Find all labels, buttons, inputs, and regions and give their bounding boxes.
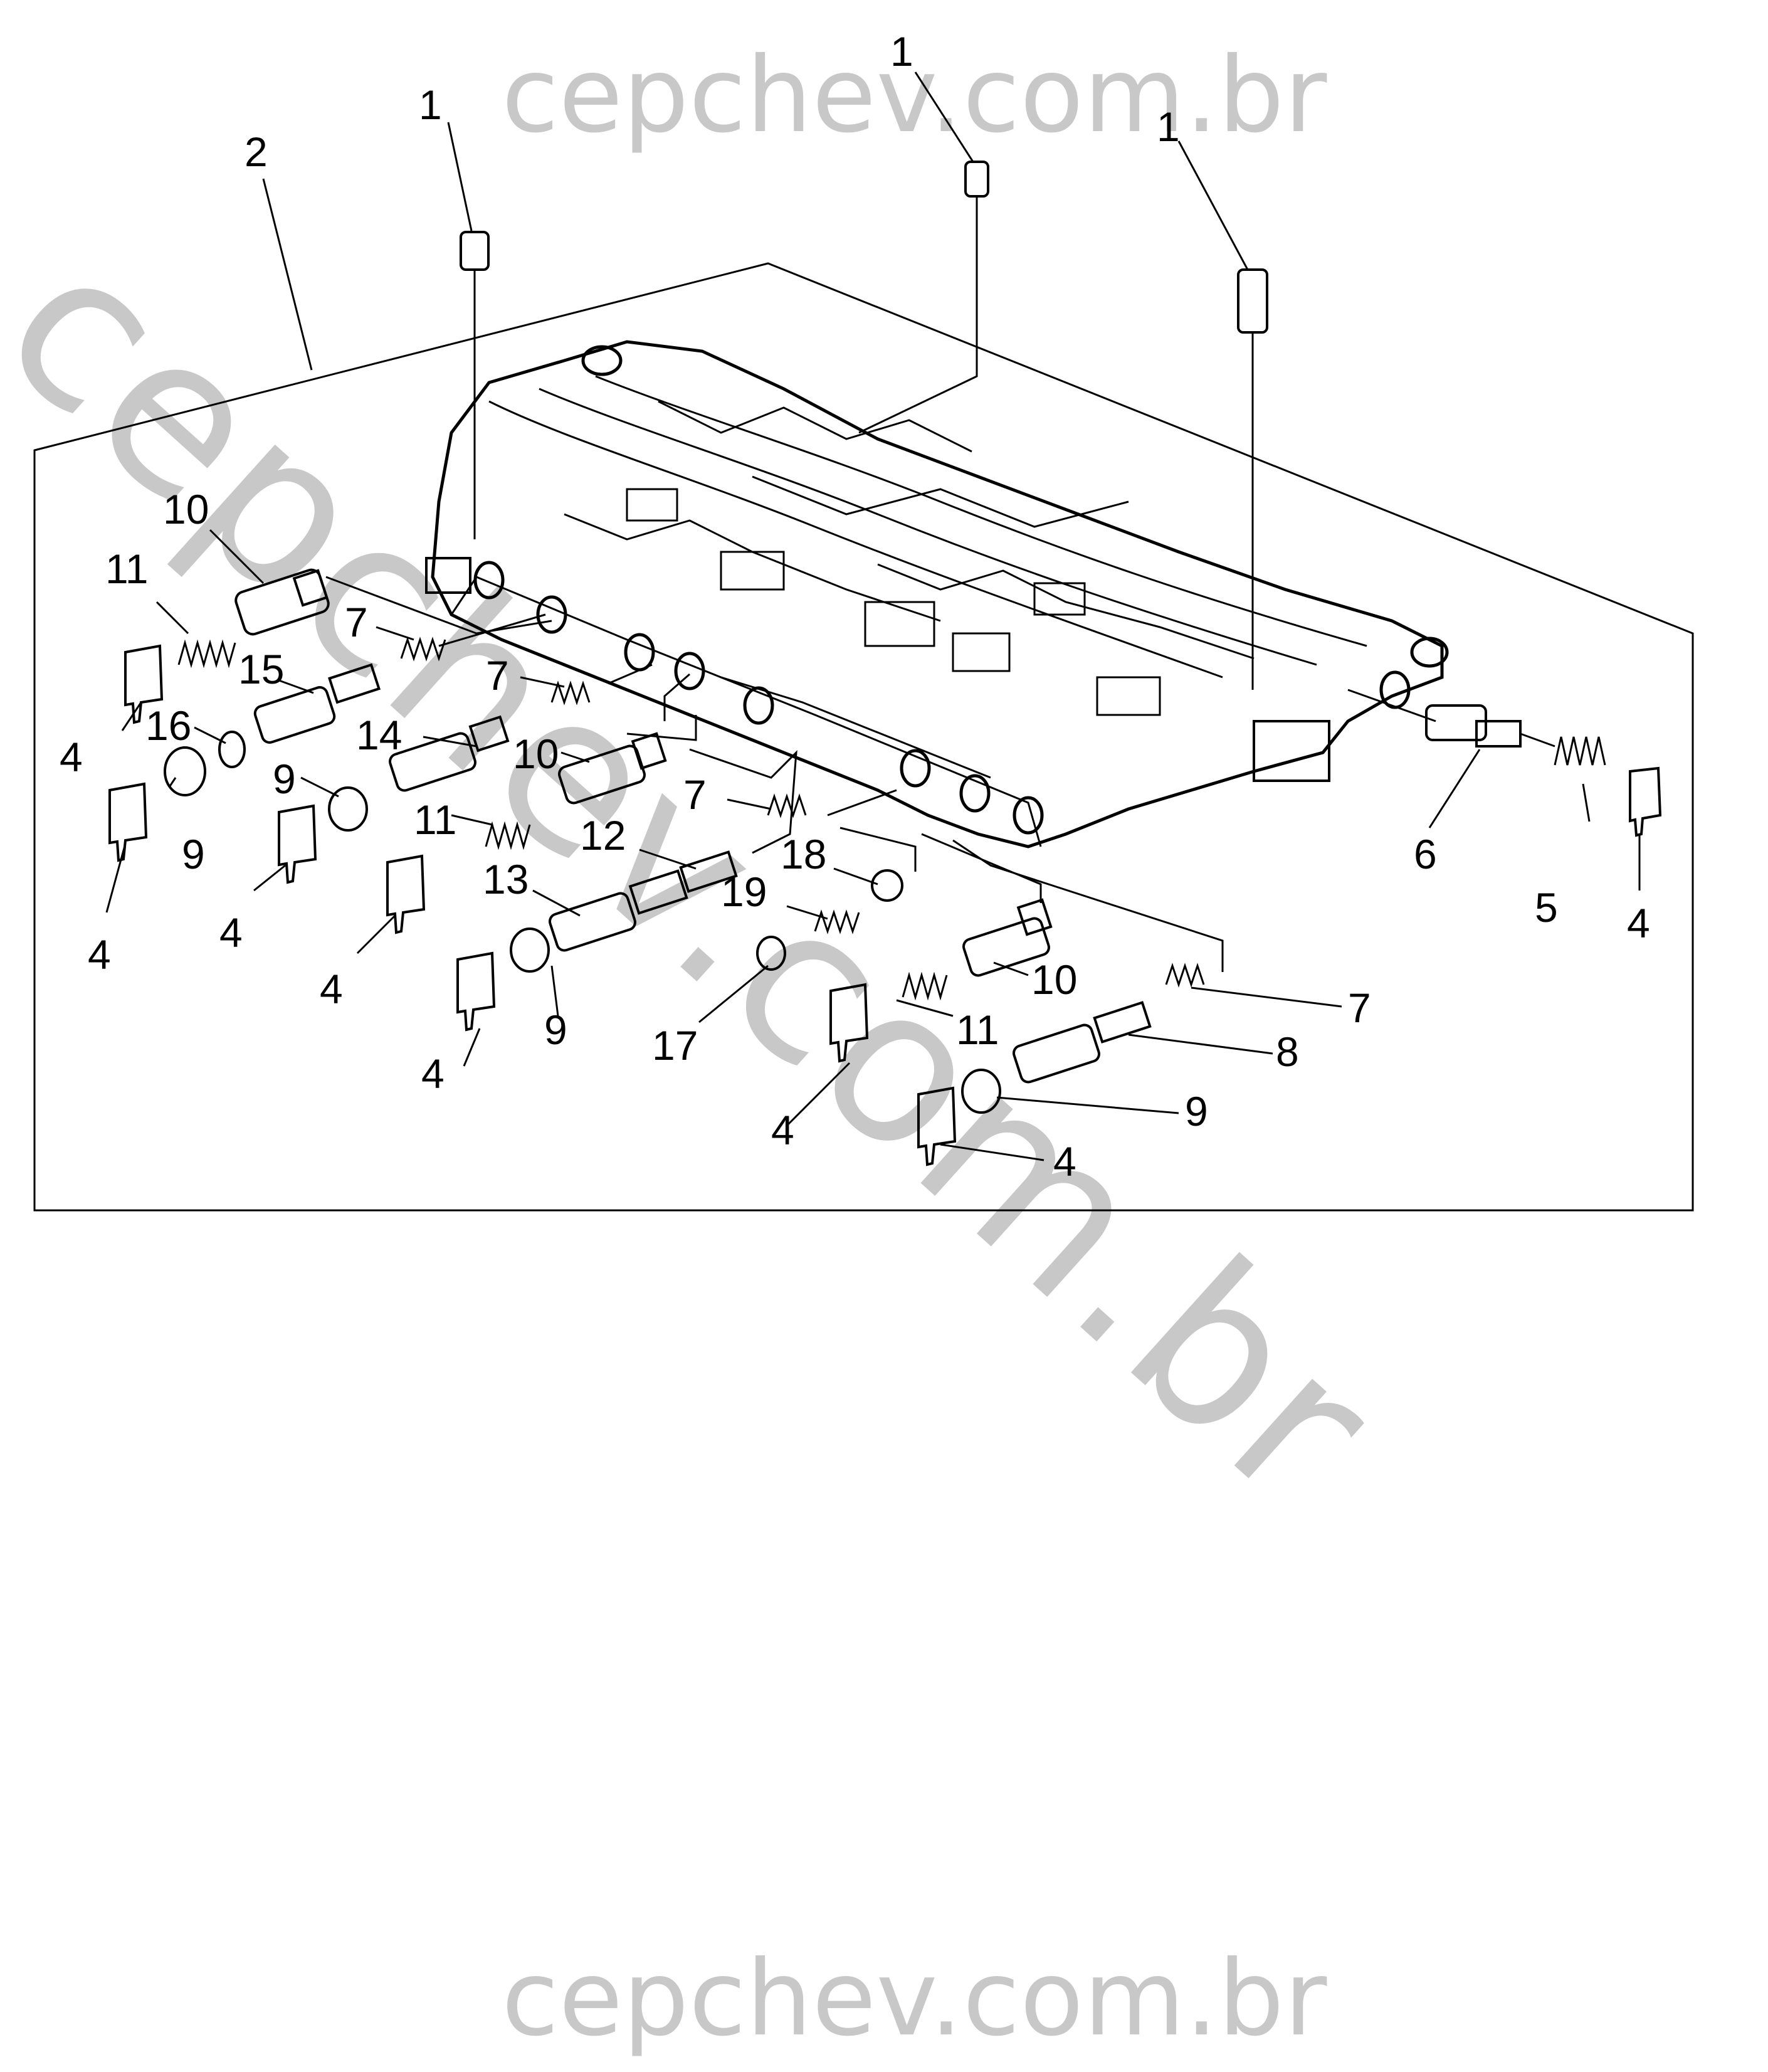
- callout: 18: [781, 831, 826, 877]
- callout: 17: [652, 1022, 698, 1069]
- callout: 9: [273, 756, 296, 802]
- callout: 4: [1053, 1138, 1076, 1185]
- callout: 11: [414, 796, 457, 843]
- callout: 7: [683, 771, 707, 818]
- dowel-pin-center: [858, 161, 989, 434]
- watermark-bottom: cepchev.com.br: [502, 1938, 1327, 2059]
- callout: 8: [1276, 1028, 1299, 1075]
- callout: 15: [238, 646, 284, 692]
- callout: 4: [771, 1107, 794, 1153]
- callout: 4: [60, 734, 83, 780]
- spool-valves: [234, 568, 1555, 1084]
- callouts: 1 1 1 2 10 11 7 7 15 16 4 14 9 10 9 4 11…: [60, 28, 1650, 1185]
- callout: 7: [345, 599, 368, 645]
- callout: 11: [956, 1007, 999, 1053]
- callout: 12: [580, 812, 626, 859]
- callout: 10: [163, 486, 209, 532]
- callout: 10: [1031, 956, 1077, 1003]
- watermark-top: cepchev.com.br: [502, 35, 1327, 156]
- callout: 13: [483, 856, 529, 902]
- springs: [177, 637, 1606, 1001]
- retainer-clip: [108, 644, 1662, 1166]
- callout: 9: [544, 1007, 567, 1053]
- callout: 19: [721, 869, 767, 915]
- callout: 2: [245, 129, 268, 175]
- callout: 7: [486, 652, 509, 699]
- leader-lines: [105, 71, 1641, 1161]
- plugs: [164, 731, 1001, 1114]
- callout: 4: [320, 966, 343, 1012]
- callout: 16: [145, 702, 191, 749]
- callout: 4: [88, 931, 111, 978]
- callout: 6: [1414, 831, 1437, 877]
- callout: 14: [356, 712, 402, 758]
- assembly-lines: [325, 576, 1224, 972]
- dowel-pin-left: [460, 231, 490, 539]
- callout: 1: [1157, 103, 1180, 150]
- diagram-frame: [33, 262, 1694, 1212]
- callout: 1: [419, 82, 442, 128]
- callout: 4: [421, 1050, 445, 1097]
- callout: 9: [1185, 1088, 1208, 1134]
- callout: 10: [513, 731, 559, 777]
- callout: 7: [1348, 985, 1371, 1031]
- callout: 4: [219, 909, 243, 956]
- callout: 11: [105, 546, 149, 592]
- callout: 1: [890, 28, 913, 75]
- callout: 9: [182, 831, 205, 877]
- callout: 5: [1535, 884, 1558, 931]
- valve-body: [425, 340, 1449, 848]
- dowel-pin-right: [1237, 268, 1268, 690]
- callout: 4: [1627, 900, 1650, 946]
